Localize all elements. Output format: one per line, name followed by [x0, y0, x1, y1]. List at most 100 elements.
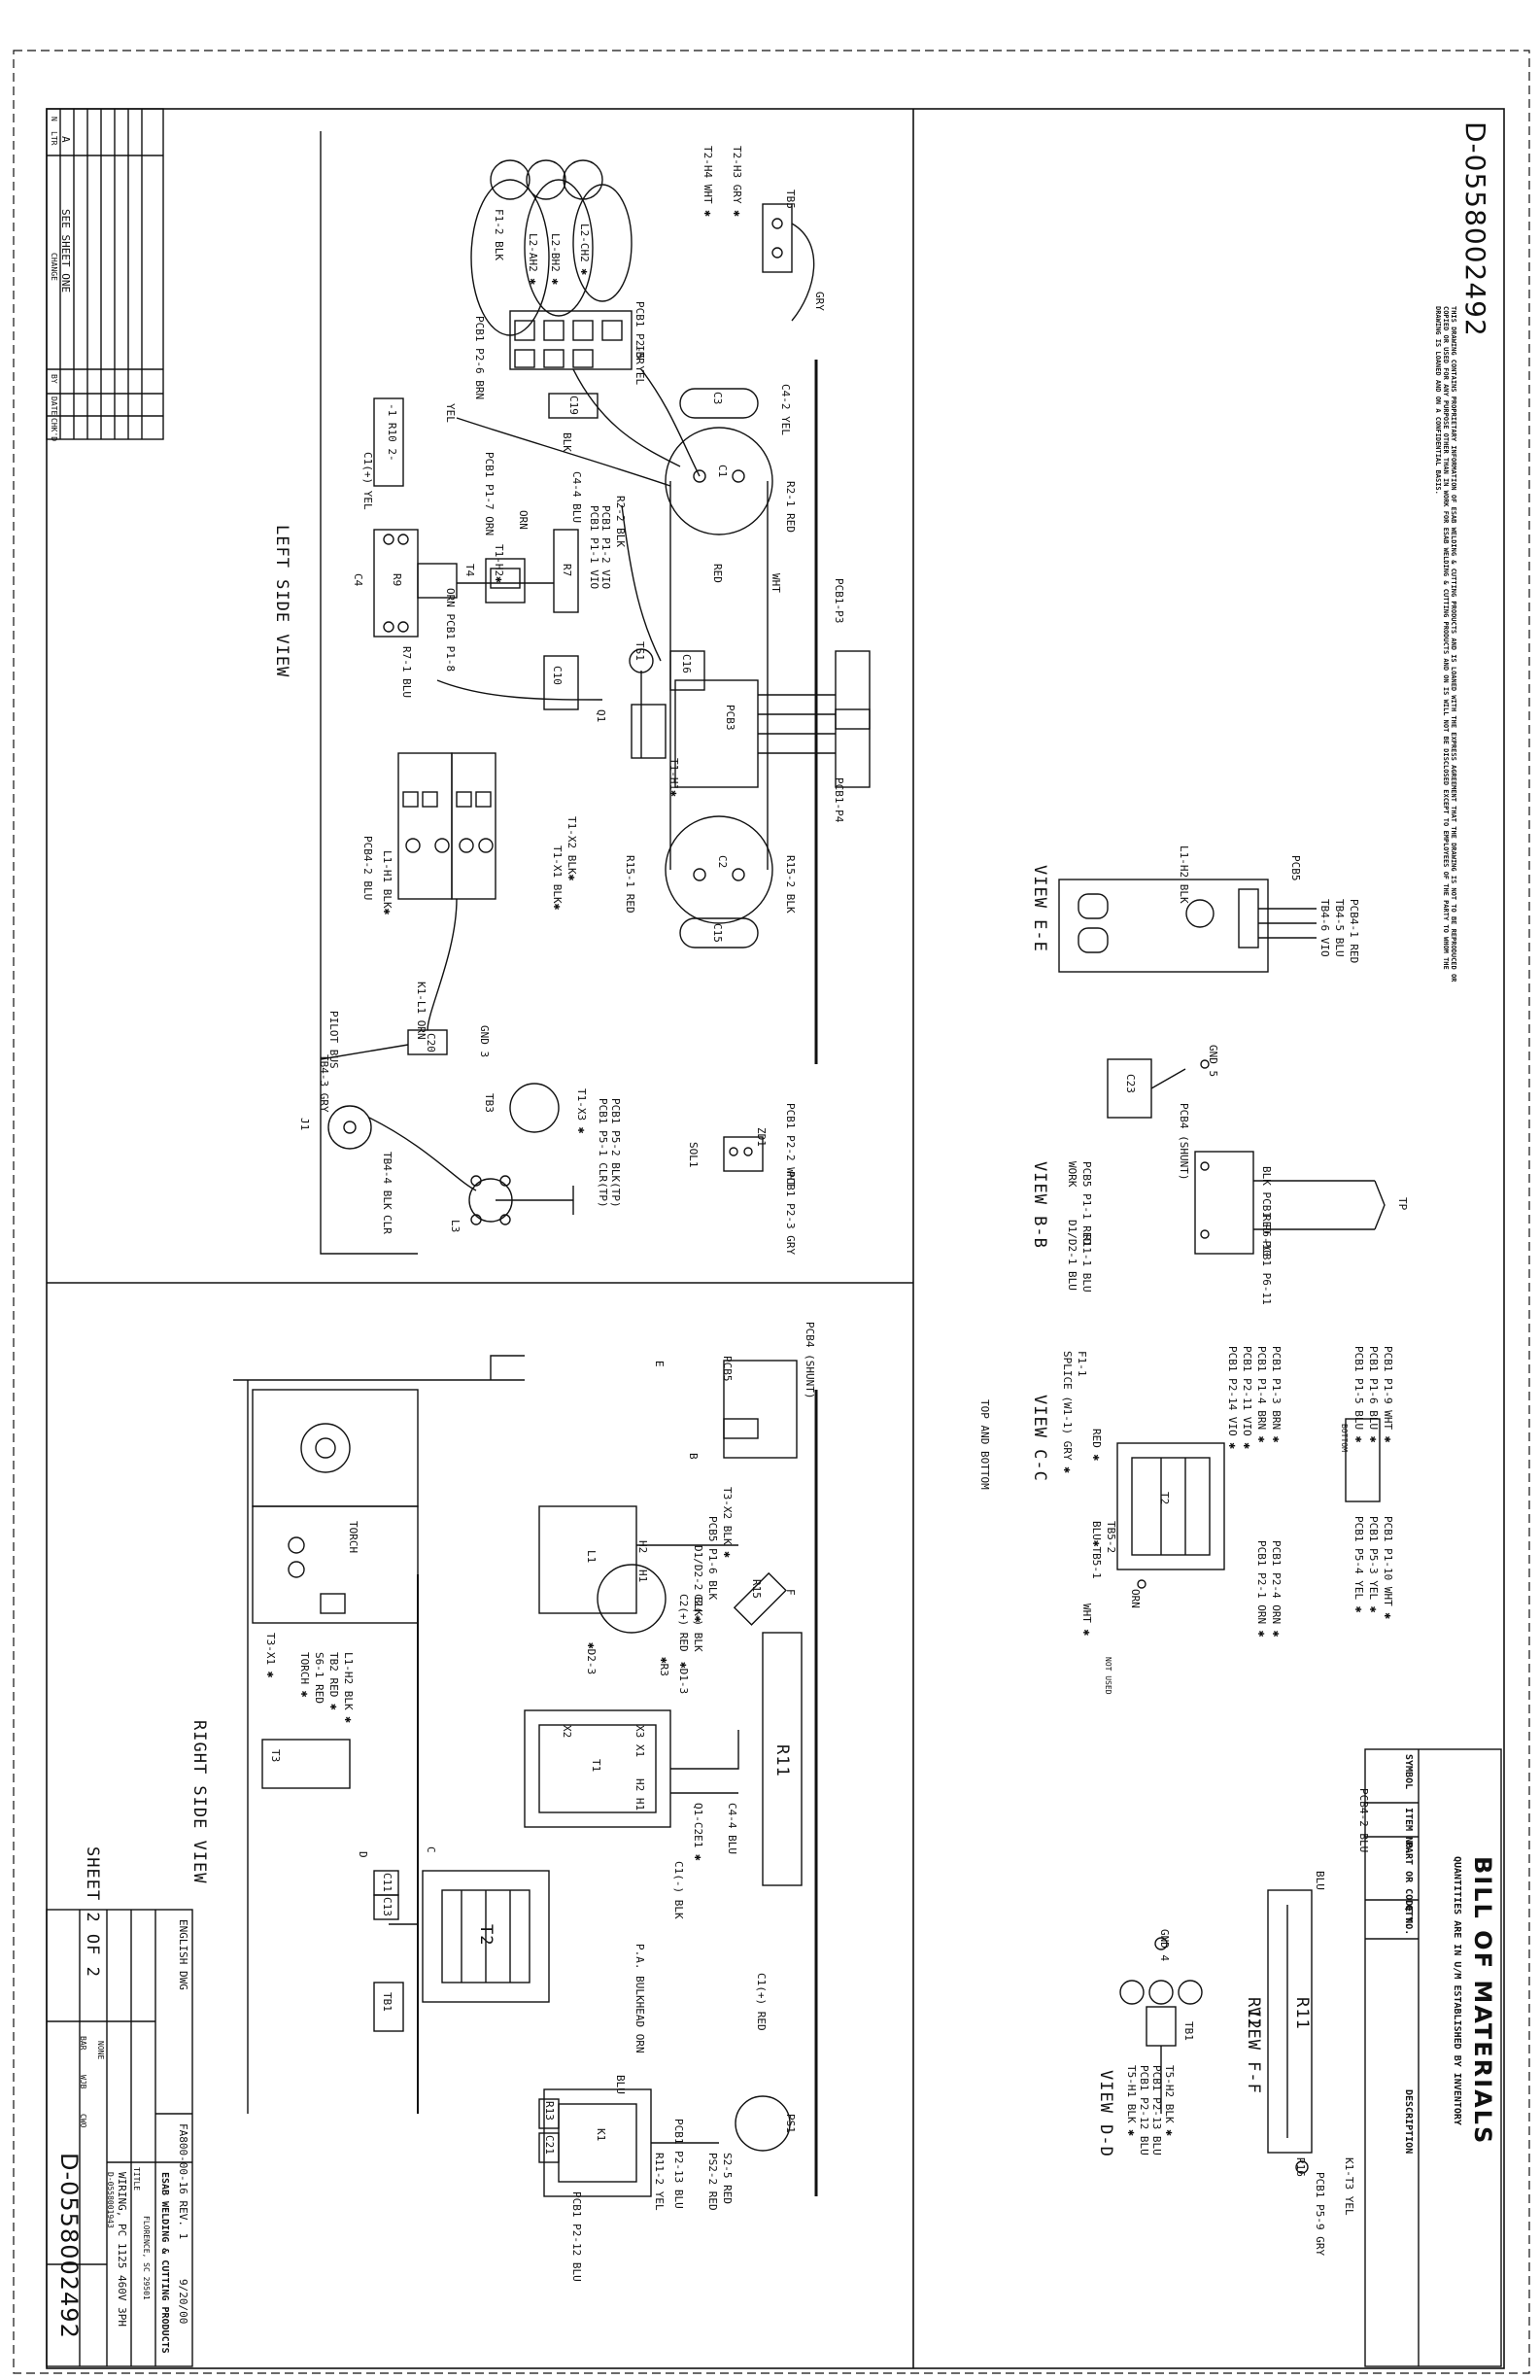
label-rv-t3-x1: T3-X1 ✱	[264, 1633, 277, 1678]
left-side-view-panel	[320, 131, 871, 1255]
label-pcb1-p1-1: PCB1 P1-1 VIO	[588, 505, 600, 590]
label-r7: R7	[561, 564, 573, 577]
rev-col-ltr: LTR	[50, 131, 58, 146]
label-cc-p2-1: PCB1 P2-1 ORN ✱	[1255, 1540, 1268, 1638]
label-orn-pcb1-p1-8: ORN PCB1 P1-8	[444, 588, 457, 673]
rev-col-by: BY	[50, 374, 58, 384]
label-t1-x2: T1-X2 BLK✱	[565, 816, 578, 881]
label-rv-l1: L1	[585, 1550, 598, 1564]
left-side-view-title: LEFT SIDE VIEW	[272, 525, 291, 678]
label-bb-gnd5: GND 5	[1207, 1045, 1219, 1078]
label-bb-pcb5-p1-1: PCB5 P1-1 RED	[1080, 1161, 1093, 1246]
label-rv-x3x1: X3 X1	[633, 1725, 646, 1758]
label-bb-pcb4: PCB4 (SHUNT)	[1178, 1103, 1190, 1181]
label-l2-bh2: L2-BH2 ✱	[549, 233, 562, 285]
label-cc-p1-6: PCB1 P1-6 BLU ✱	[1367, 1346, 1380, 1443]
label-ff-p5-9: PCB1 P5-9 GRY	[1314, 2172, 1326, 2257]
label-cc-red: RED ✱	[1090, 1429, 1103, 1462]
label-rv-d: D	[357, 1851, 369, 1858]
label-j1: J1	[298, 1118, 311, 1131]
label-rv-t3-x2: T3-X2 BLK ✱	[721, 1487, 734, 1558]
tb-location: FLORENCE, SC 29501	[142, 2216, 151, 2300]
label-tb3: TB3	[483, 1093, 496, 1113]
label-rv-s2-5: S2-5 RED	[721, 2153, 734, 2204]
label-rv-c1-blk: C1(-) BLK	[672, 1861, 685, 1919]
label-cc-p5-4: PCB1 P5-4 YEL ✱	[1352, 1516, 1365, 1613]
label-c19: C19	[567, 396, 580, 415]
label-cc-p1-10: PCB1 P1-10 WHT ✱	[1382, 1516, 1394, 1619]
label-dd-t5-h2: T5-H2 BLK ✱	[1163, 2065, 1176, 2136]
tb-released: 9/20/00	[177, 2279, 189, 2325]
label-rv-p2-13: PCB1 P2-13 BLU	[672, 2119, 685, 2209]
label-rv-h2: H2	[636, 1540, 649, 1554]
rev-col-change: CHANGE	[50, 253, 58, 281]
rev-row-change: SEE SHEET ONE	[59, 209, 72, 293]
label-r2-1: R2-1 RED	[784, 481, 797, 533]
label-c4-4: C4-4 BLU	[570, 471, 583, 523]
label-ee-pcb5: PCB5	[1289, 855, 1302, 881]
label-dd-tb1: TB1	[1182, 2021, 1195, 2041]
tb-company: ESAB WELDING & CUTTING PRODUCTS	[159, 2172, 170, 2354]
label-ff-blu: BLU	[1314, 1871, 1326, 1890]
label-rv-torch: TORCH	[347, 1521, 359, 1554]
drawing-frame	[46, 108, 1505, 2369]
rev-col-date: DATE	[50, 397, 58, 416]
label-sol1: SOL1	[687, 1142, 700, 1168]
label-rv-d1-3: ✱D1-3	[677, 1662, 690, 1695]
label-ff-r16: R16	[1294, 2157, 1307, 2177]
label-r15-2: R15-2 BLK	[784, 855, 797, 914]
title-block	[46, 1909, 193, 2367]
label-bb-r11-1: R11-1 BLU	[1080, 1234, 1093, 1293]
label-ee-tb4-5: TB4-5 BLU	[1333, 899, 1346, 957]
view-cc-title: VIEW C-C	[1030, 1395, 1049, 1482]
label-cc-p2-11: PCB1 P2-11 VIO ✱	[1241, 1346, 1253, 1449]
label-rv-c11: C11	[381, 1873, 394, 1892]
sheet-number: SHEET 2 OF 2	[83, 1846, 102, 1978]
proprietary-note: THIS DRAWING CONTAINS PROPRIETARY INFORM…	[1434, 306, 1457, 983]
label-clr: CLR	[381, 1215, 394, 1234]
label-rv-c1-red: C1(+) RED	[755, 1973, 768, 2031]
label-rv-c2-red: C2(+) RED	[677, 1594, 690, 1652]
label-c16: C16	[680, 654, 693, 673]
view-cc-subtitle: TOP AND BOTTOM	[978, 1399, 991, 1490]
bom-title: BILL OF MATERIALS	[1469, 1856, 1496, 2146]
view-ff-panel	[1267, 1889, 1313, 2174]
label-t1-h2: T1-H2✱	[493, 544, 505, 583]
rev-col-chkd: CHK'D	[50, 418, 58, 442]
label-cc-p2-4: PCB1 P2-4 ORN ✱	[1270, 1540, 1283, 1638]
label-rv-pcb5-p1-6: PCB5 P1-6 BLK	[706, 1516, 719, 1601]
label-rv-c13: C13	[381, 1897, 394, 1916]
label-c10: C10	[551, 666, 564, 685]
label-pcb1-p5-2: PCB1 P5-2 BLK(TP)	[609, 1098, 622, 1208]
label-rv-q1: Q1-C2E1 ✱	[692, 1803, 704, 1861]
label-cc-bottom: BOTTOM	[1340, 1424, 1349, 1452]
label-t2h4: T2-H4 WHT ✱	[702, 146, 714, 217]
label-wht: WHT	[770, 573, 782, 593]
label-rv-tb1: TB1	[381, 1992, 394, 2012]
label-q1: Q1	[595, 709, 607, 723]
label-cc-p1-4: PCB1 P1-4 BRN ✱	[1255, 1346, 1268, 1443]
label-rv-r11-2: R11-2 YEL	[653, 2153, 666, 2211]
label-r2-2: R2-2 BLK	[614, 496, 627, 547]
label-pcb1-p2-3: PCB1 P2-3 GRY	[784, 1171, 797, 1256]
label-rv-tb2: TB2 RED ✱	[327, 1652, 340, 1710]
label-r15-1: R15-1 RED	[624, 855, 636, 914]
label-bb-work: WORK	[1066, 1161, 1078, 1188]
label-rv-pcb4: PCB4 (SHUNT)	[804, 1322, 816, 1399]
label-rv-blu: BLU	[614, 2075, 627, 2094]
tb-drawn: BAR	[79, 2036, 87, 2051]
right-side-view-title: RIGHT SIDE VIEW	[189, 1720, 209, 1884]
label-r9: R9	[391, 573, 403, 587]
label-dd-t5-h1: T5-H1 BLK ✱	[1125, 2065, 1138, 2136]
bom-col-symbol: SYMBOL	[1403, 1754, 1414, 1790]
label-r7-1: R7-1 BLU	[400, 646, 413, 698]
revision-block	[46, 108, 164, 440]
view-ee-title: VIEW E-E	[1030, 865, 1049, 952]
label-ibr: IBR	[633, 345, 646, 364]
label-rv-torch-x: TORCH ✱	[298, 1652, 311, 1698]
label-cc-p1-3: PCB1 P1-3 BRN ✱	[1270, 1346, 1283, 1443]
tb-title: WIRING, PC 1125 460V 3PH	[116, 2172, 128, 2327]
label-tb4-3: TB4-3 GRY	[318, 1054, 330, 1113]
label-ee-pcb4-1: PCB4-1 RED	[1348, 899, 1360, 964]
